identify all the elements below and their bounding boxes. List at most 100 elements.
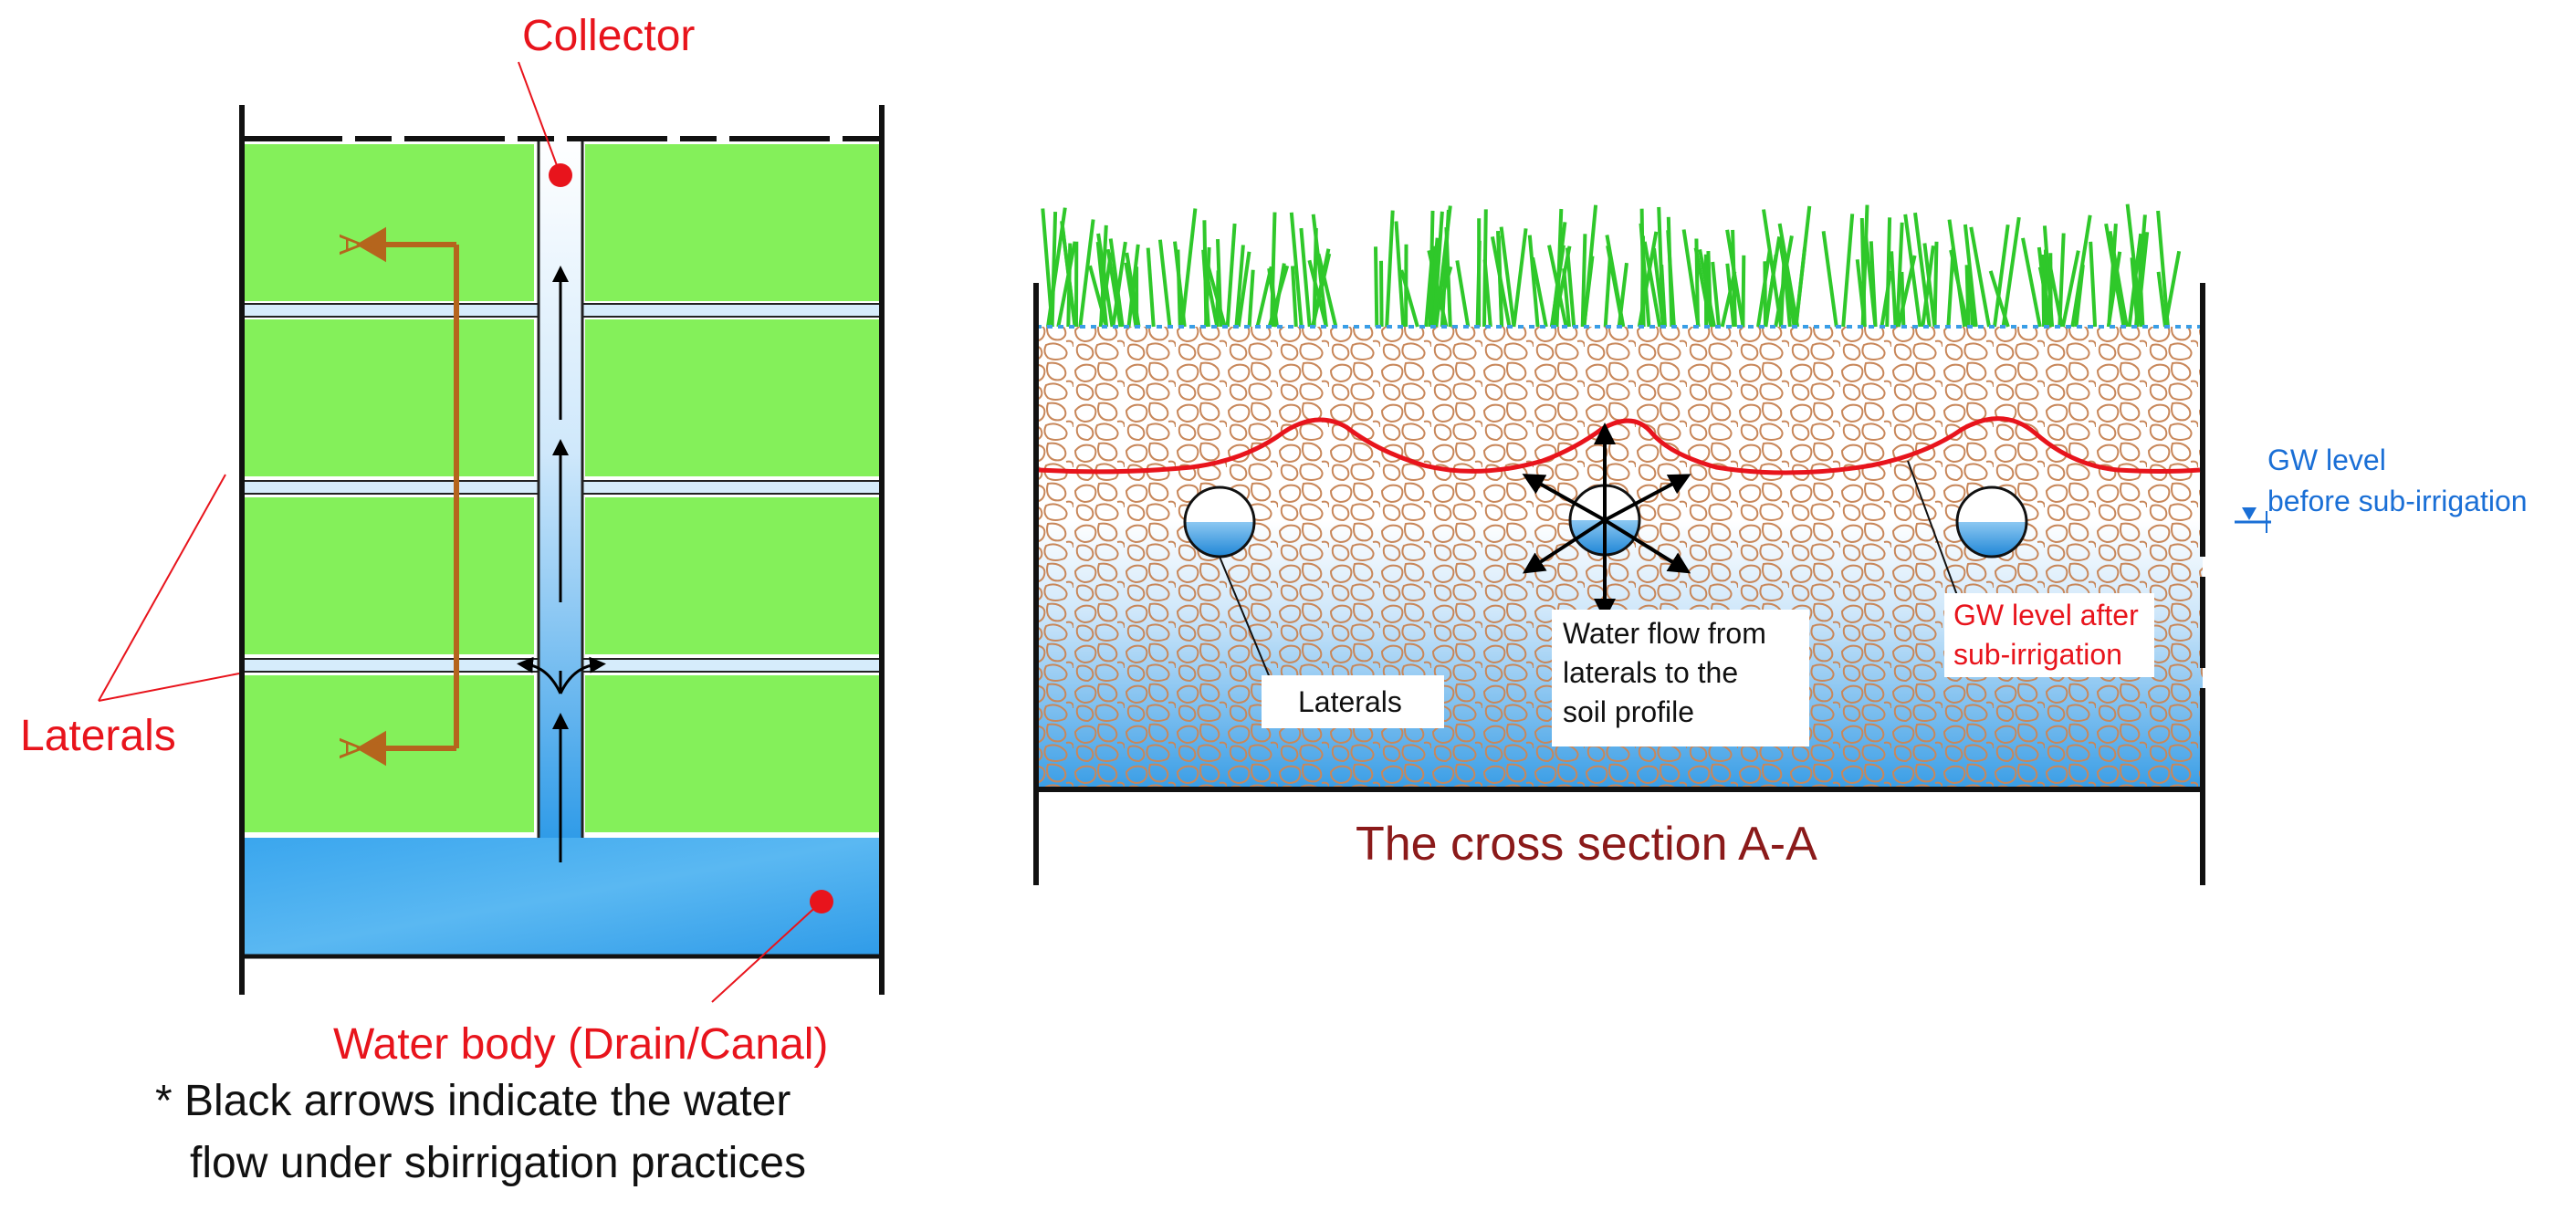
note-line-2: flow under sbirrigation practices (190, 1139, 806, 1187)
grass-blade (1711, 261, 1721, 328)
water-body-leader (711, 901, 822, 1003)
water-flow-line-2: laterals to the (1563, 656, 1738, 689)
grass-blade (1725, 263, 1736, 328)
field-plot (585, 319, 882, 476)
grass-blade (1552, 245, 1572, 328)
grass-blade (1512, 228, 1528, 328)
lateral-pipe (1955, 485, 2028, 559)
grass-blade (1531, 256, 1548, 328)
grass-blade (1527, 235, 1540, 328)
grass-blade (1603, 256, 1612, 328)
lateral-pipe (1183, 485, 1256, 559)
gw-after-line-1: GW level after (1953, 599, 2139, 632)
grass-blade (1475, 240, 1482, 328)
grass-blade (1900, 271, 1906, 328)
grass-blade (1794, 246, 1807, 328)
water-flow-line-3: soil profile (1563, 695, 1694, 728)
section-marker-bottom: A (332, 738, 367, 759)
cross-section-title: The cross section A-A (1356, 818, 1817, 871)
grass-blade (1105, 248, 1123, 328)
section-marker-top: A (332, 235, 367, 256)
grass-blade (1124, 262, 1138, 328)
laterals-label: Laterals (20, 712, 176, 760)
grass-blade (1903, 214, 1922, 328)
grass-blade (1499, 226, 1516, 328)
grass-blade (1821, 231, 1838, 328)
grass-blade (2037, 266, 2055, 328)
grass-blade (1299, 227, 1312, 328)
grass-blade (2156, 271, 2167, 328)
note-line-1: * Black arrows indicate the water (155, 1077, 791, 1125)
grass-blade (1969, 226, 1991, 328)
grass-blade (1255, 266, 1273, 328)
grass-blade (1947, 219, 1967, 328)
gw-after-leader (1907, 460, 1959, 599)
grass-blade (1895, 222, 1904, 328)
grass-blade (1176, 249, 1182, 328)
grass-blade (2125, 204, 2143, 328)
grass-blade (1921, 245, 1935, 328)
grass-blade (2156, 210, 2170, 328)
gw-before-line-1: GW level (2267, 444, 2386, 476)
water-body-dot (810, 890, 833, 913)
grass-blade (1756, 250, 1772, 328)
grass-blade (1993, 224, 2010, 328)
grass-blade (1890, 251, 1898, 328)
gw-level-after-line (1038, 416, 2201, 475)
plan-view: A A Collector Laterals Water body (Drain… (20, 12, 885, 1187)
grass-blade (1988, 270, 2010, 328)
grass-blade (1056, 241, 1077, 328)
grass-blade (1764, 254, 1778, 328)
grass-blade (2074, 264, 2085, 328)
grass-blade (1179, 208, 1198, 328)
grass-blade (1549, 245, 1565, 328)
grass-blade (1060, 221, 1077, 328)
grass-blade (1108, 238, 1125, 328)
grass-blade (1236, 251, 1251, 328)
grass-blade (1095, 241, 1109, 328)
grass-blade (1234, 245, 1245, 328)
grass-blade (1291, 266, 1298, 328)
grass-blade (1652, 247, 1666, 328)
grass-layer (1041, 204, 2182, 328)
grass-blade (1099, 224, 1108, 328)
flow-arrows (517, 266, 606, 862)
field-plot (242, 319, 534, 476)
field-plot (242, 675, 534, 832)
cs-laterals-label: Laterals (1298, 685, 1402, 718)
grass-blade (1374, 246, 1379, 328)
grass-blade (1432, 211, 1444, 328)
grass-blade (1967, 266, 1975, 328)
grass-blade (1203, 266, 1220, 328)
grass-blade (1157, 239, 1172, 328)
laterals-leader (98, 673, 240, 702)
grass-blade (1126, 244, 1140, 328)
cross-section: Laterals Water flow from laterals to the… (1033, 204, 2528, 885)
laterals-leader (98, 474, 226, 702)
grass-blade (2106, 251, 2122, 328)
collector-label: Collector (522, 12, 695, 60)
laterals-callout-leader (1219, 556, 1272, 681)
grass-blade (1946, 247, 1955, 328)
grass-blade (1681, 229, 1701, 328)
gw-before-line-2: before sub-irrigation (2267, 485, 2528, 517)
field-plot (585, 675, 882, 832)
water-body-label: Water body (Drain/Canal) (333, 1020, 828, 1069)
grass-blade (2134, 214, 2147, 328)
collector-leader (518, 61, 561, 176)
grass-blade (1385, 210, 1395, 328)
grass-blade (2089, 241, 2098, 328)
grass-blade (1078, 219, 1095, 328)
field-plot (585, 144, 882, 301)
grass-blade (1496, 231, 1504, 328)
gw-after-line-2: sub-irrigation (1953, 638, 2122, 671)
field-plot (242, 497, 534, 654)
grass-blade (1041, 208, 1054, 328)
grass-blade (1482, 259, 1492, 328)
grass-blade (1216, 239, 1223, 328)
grass-blade (1311, 248, 1331, 328)
grass-blade (1642, 241, 1662, 328)
grass-blade (1311, 214, 1328, 328)
grass-blade (1289, 212, 1304, 328)
